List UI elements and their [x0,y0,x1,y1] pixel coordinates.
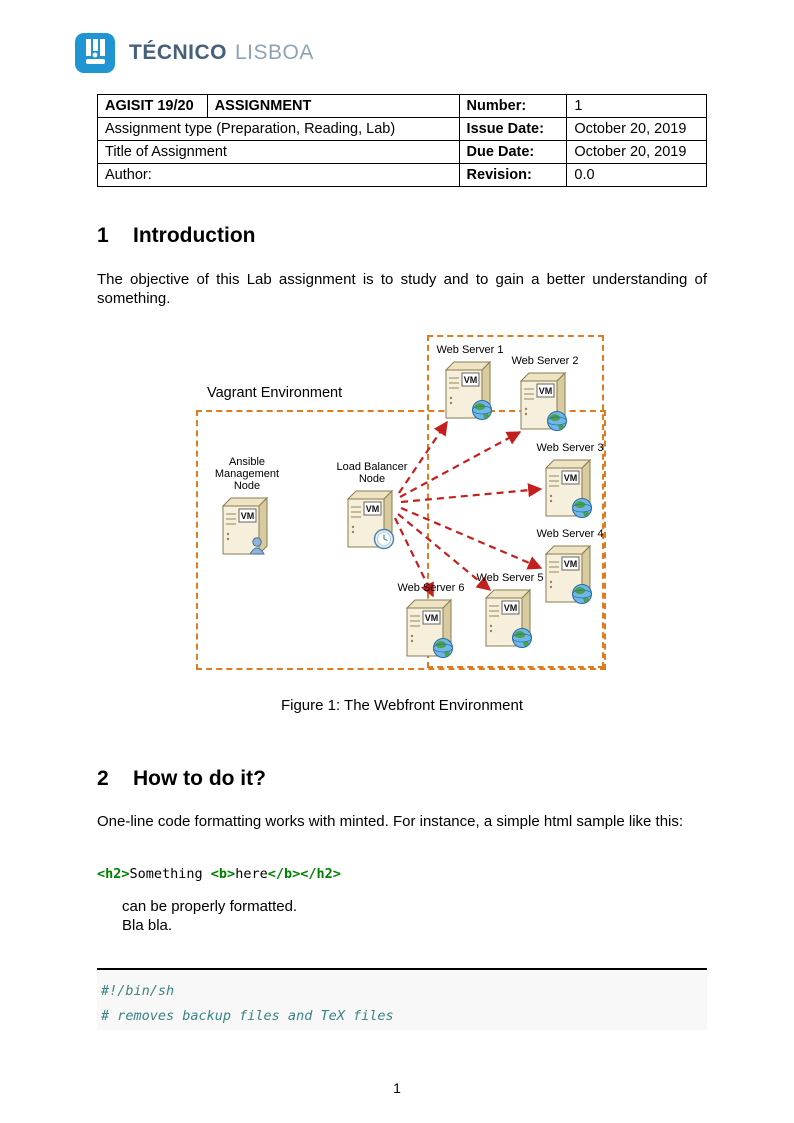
section-1-number: 1 [97,224,109,247]
clock-globe-icon [373,528,395,550]
shell-shebang: #!/bin/sh [101,983,175,999]
section-1-heading: 1 Introduction [97,224,255,248]
issue-date-value: October 20, 2019 [566,117,707,141]
section-2-paragraph: One-line code formatting works with mint… [97,813,684,830]
due-date-label: Due Date: [458,140,568,164]
note-line-2: Bla bla. [122,917,173,934]
table-row: Assignment type (Preparation, Reading, L… [97,117,707,141]
due-date-value: October 20, 2019 [566,140,707,164]
server-icon: VM [485,589,532,648]
page-number: 1 [393,1080,401,1096]
section-1-title: Introduction [133,224,256,247]
node-web-server-4: Web Server 4 VM [525,528,615,606]
number-value: 1 [566,94,707,118]
logo-lisboa: LISBOA [235,41,314,64]
section-2-heading: 2 How to do it? [97,767,266,791]
svg-text:VM: VM [504,603,518,613]
node-web-server-3: Web Server 3 VM [525,442,615,520]
note-text: can be properly formatted. Bla bla. [122,897,297,935]
server-icon: VM [347,490,395,550]
node-web-server-2: Web Server 2 VM [500,355,590,433]
assignment-header-table: AGISIT 19/20 ASSIGNMENT Number: 1 Assign… [97,94,707,187]
server-icon: VM [222,497,268,555]
node-ansible-management: Ansible Management Node VM [202,456,292,558]
node-label: Web Server 6 [397,582,465,594]
logo-tecnico: TÉCNICO [129,41,227,64]
number-label: Number: [458,94,568,118]
revision-value: 0.0 [566,163,707,187]
section-2-number: 2 [97,767,109,790]
node-label: Web Server 2 [511,355,579,367]
node-label: Web Server 3 [536,442,604,454]
shell-comment: # removes backup files and TeX files [101,1008,394,1024]
globe-icon [572,498,592,518]
course-code: AGISIT 19/20 [97,94,208,118]
logo-wordmark: TÉCNICO LISBOA [129,41,314,65]
server-icon: VM [406,599,453,658]
webfront-diagram: Vagrant Environment [97,330,707,678]
svg-text:VM: VM [539,386,553,396]
node-web-server-5: Web Server 5 VM [465,572,555,650]
table-row: AGISIT 19/20 ASSIGNMENT Number: 1 [97,94,707,118]
globe-icon [547,411,567,431]
svg-text:VM: VM [564,559,578,569]
shell-code-block: #!/bin/sh # removes backup files and TeX… [97,968,707,1030]
table-row: Author: Revision: 0.0 [97,163,707,187]
tecnico-lisboa-logo: TÉCNICO LISBOA [74,32,314,74]
globe-icon [472,400,492,420]
vagrant-dashed-box [196,410,606,670]
node-label: Web Server 5 [476,572,544,584]
server-icon: VM [545,545,592,604]
node-label: Web Server 4 [536,528,604,540]
node-label: Ansible Management Node [214,456,280,492]
server-icon: VM [545,459,592,518]
server-icon: VM [445,361,492,420]
assignment-title: Title of Assignment [97,140,460,164]
globe-icon [572,584,592,604]
node-web-server-6: Web Server 6 VM [386,582,476,660]
globe-icon [433,638,453,658]
vagrant-environment-label: Vagrant Environment [207,385,343,401]
author-label: Author: [97,163,460,187]
section-2-title: How to do it? [133,767,266,790]
server-icon: VM [520,372,567,431]
issue-date-label: Issue Date: [458,117,568,141]
html-code-sample: <h2>Something <b>here</b></h2> [97,866,341,882]
section-1-paragraph: The objective of this Lab assignment is … [97,271,707,307]
assignment-type: Assignment type (Preparation, Reading, L… [97,117,460,141]
ist-shield-icon [75,33,115,73]
assignment-label: ASSIGNMENT [206,94,460,118]
svg-text:VM: VM [241,511,255,521]
globe-icon [512,628,532,648]
svg-text:VM: VM [564,473,578,483]
svg-text:VM: VM [366,504,380,514]
note-line-1: can be properly formatted. [122,898,298,915]
revision-label: Revision: [458,163,568,187]
figure-caption: Figure 1: The Webfront Environment [280,697,524,714]
node-web-server-1: Web Server 1 VM [425,344,515,422]
node-label: Load Balancer Node [336,461,408,485]
node-label: Web Server 1 [436,344,504,356]
svg-text:VM: VM [464,375,478,385]
svg-text:VM: VM [425,613,439,623]
node-load-balancer: Load Balancer Node VM [327,461,417,551]
table-row: Title of Assignment Due Date: October 20… [97,140,707,164]
